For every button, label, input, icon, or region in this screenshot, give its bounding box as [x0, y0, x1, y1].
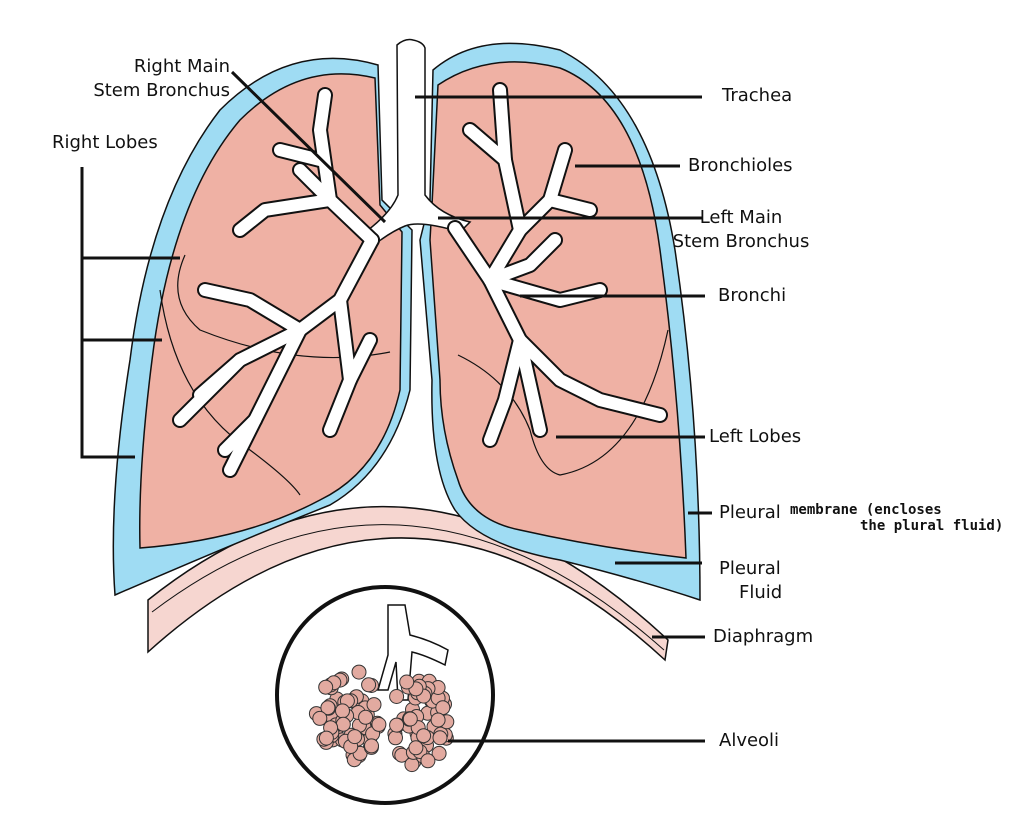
alveolus: [389, 689, 405, 704]
alveolus: [399, 674, 415, 690]
alveolus: [335, 716, 351, 732]
alveolus: [371, 716, 387, 732]
alveolus: [351, 664, 367, 680]
label-bronchi: Bronchi: [718, 285, 787, 306]
label-right-main-stem-line2: Stem Bronchus: [93, 80, 230, 101]
alveolus: [318, 730, 334, 746]
alveoli-clusters: [308, 664, 455, 773]
label-pleural-fluid: Pleural Fluid: [719, 557, 782, 605]
label-trachea: Trachea: [722, 85, 793, 106]
alveolus: [312, 710, 328, 726]
label-bronchioles: Bronchioles: [688, 155, 793, 176]
label-left-main-stem-line2: Stem Bronchus: [672, 231, 810, 252]
alveolus: [389, 717, 405, 733]
alveolus: [432, 730, 448, 746]
alveolus: [408, 740, 424, 756]
alveolus: [430, 712, 446, 728]
label-pleural-fluid-line2: Fluid: [739, 582, 783, 603]
label-pleural: Pleural: [719, 502, 781, 523]
alveolus: [431, 745, 447, 761]
label-right-main-stem-line1: Right Main: [133, 56, 230, 77]
handwritten-note-line2: the plural fluid): [860, 518, 1004, 534]
alveolus: [318, 679, 334, 695]
alveolus: [335, 703, 350, 719]
left-bronchial-tree: [447, 82, 668, 448]
label-left-main-stem-line1: Left Main: [699, 207, 783, 228]
diaphragm: [147, 505, 669, 662]
alveolus: [347, 729, 363, 745]
alveoli-inset-circle: [275, 585, 495, 805]
label-left-main-stem-bronchus: Left Main Stem Bronchus: [652, 206, 830, 254]
alveolus: [364, 738, 379, 754]
label-left-lobes: Left Lobes: [709, 426, 802, 447]
alveolus: [361, 677, 377, 693]
leader-right-lobes-bracket: [80, 167, 135, 459]
alveolus: [388, 730, 403, 746]
label-right-lobes: Right Lobes: [52, 132, 158, 153]
alveolus: [366, 697, 382, 713]
alveolus: [358, 709, 374, 725]
leader-lines: [80, 70, 712, 743]
alveolus: [420, 753, 436, 769]
leader-right-main-stem: [230, 70, 387, 224]
label-right-main-stem-bronchus: Right Main Stem Bronchus: [80, 55, 230, 103]
alveoli-inset: [275, 585, 495, 805]
label-diaphragm: Diaphragm: [713, 626, 814, 647]
label-pleural-fluid-line1: Pleural: [719, 558, 781, 579]
alveolus: [416, 728, 432, 744]
label-alveoli: Alveoli: [719, 730, 780, 751]
handwritten-pleural-note: membrane (encloses the plural fluid): [790, 502, 1003, 534]
handwritten-note-line1: membrane (encloses: [790, 502, 942, 518]
alveolus: [402, 711, 418, 727]
alveolus: [320, 700, 336, 716]
